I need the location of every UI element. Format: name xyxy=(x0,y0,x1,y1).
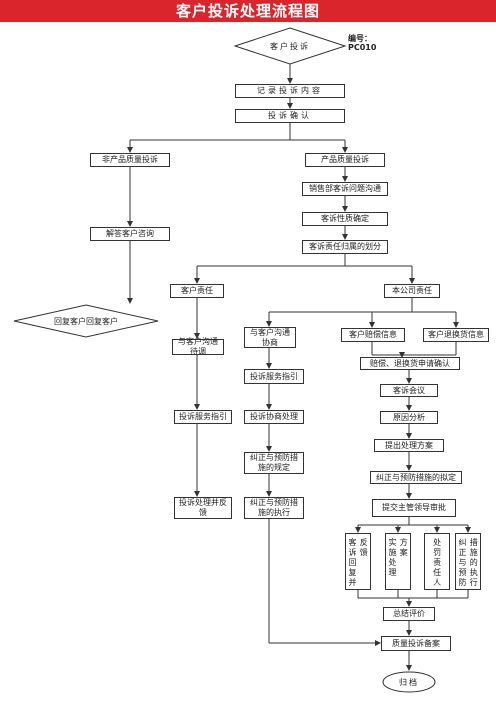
corrective-set-node: 纠正与预防措施的规定 xyxy=(244,452,304,474)
file-ellipse xyxy=(382,671,436,693)
corrective-exec-node: 纠正与预防措施的执行 xyxy=(244,497,304,519)
vertical-text-column: 实施处理 xyxy=(388,538,397,578)
proposal-node: 提出处理方案 xyxy=(374,439,444,452)
corrective-plan-node: 纠正与预防措施的拟定 xyxy=(370,471,462,484)
approve-node: 提交主管领导审批 xyxy=(372,499,456,517)
coord-node: 投诉协商处理 xyxy=(244,410,304,424)
feedback-done-node: 投诉处理并反馈 xyxy=(174,497,232,519)
reply-diamond xyxy=(13,304,159,338)
vertical-text-column: 反馈 xyxy=(359,538,369,558)
record-node: 记录投诉内容 xyxy=(235,84,345,98)
vertical-text-column: 纠正与预防 xyxy=(458,538,467,588)
vertical-node-measures: 措施的执行纠正与预防 xyxy=(455,533,481,590)
vertical-node-feedback: 反馈客诉回复并 xyxy=(345,533,371,590)
evaluate-node: 总结评价 xyxy=(383,607,435,621)
nature-node: 客诉性质确定 xyxy=(302,212,388,226)
confirm-node: 投诉确认 xyxy=(235,109,345,123)
document-code: 编号： PC010 xyxy=(348,34,376,52)
cust-comm2-node: 与客户沟通协商 xyxy=(244,327,296,348)
guide-node-1: 投诉服务指引 xyxy=(174,410,232,424)
vertical-node-penalty: 处罚责任人 xyxy=(424,533,450,590)
archive-case-node: 质量投诉备案 xyxy=(381,636,451,651)
analysis-node: 原因分析 xyxy=(380,411,438,424)
page-title: 客户投诉处理流程图 xyxy=(0,0,496,22)
document-code-label: 编号： xyxy=(348,34,372,43)
vertical-text-column: 方案 xyxy=(399,538,409,558)
vertical-text-column: 措施的执行 xyxy=(469,538,479,588)
reply-node-label: 回复客户回复客户 xyxy=(54,316,118,326)
start-node-label: 客户投诉 xyxy=(270,41,310,51)
vertical-text-column: 客诉回复并 xyxy=(348,538,357,588)
customer-resp-node: 客户责任 xyxy=(170,284,224,298)
file-node-label: 归档 xyxy=(399,677,419,687)
comp-info-node: 客户赔偿信息 xyxy=(341,328,405,342)
guide-node-2: 投诉服务指引 xyxy=(244,369,304,384)
document-code-value: PC010 xyxy=(348,43,377,53)
cust-comm-node: 与客户沟通待调 xyxy=(172,337,224,356)
answer-node: 解答客户咨询 xyxy=(90,227,170,241)
return-info-node: 客户退换货信息 xyxy=(423,328,489,342)
responsibility-node: 客诉责任归属的划分 xyxy=(302,240,388,254)
quality-node: 产品质量投诉 xyxy=(305,153,385,167)
vertical-node-implement: 方案实施处理 xyxy=(385,533,411,590)
vertical-text-column: 处罚责任人 xyxy=(432,538,442,588)
company-resp-node: 本公司责任 xyxy=(384,284,440,298)
meeting-node: 客诉会议 xyxy=(380,384,438,397)
non-quality-node: 非产品质量投诉 xyxy=(90,153,170,167)
apply-node: 赔偿、退换货申请确认 xyxy=(360,357,460,370)
sales-comm-node: 销售部客诉问题沟通 xyxy=(302,182,388,196)
